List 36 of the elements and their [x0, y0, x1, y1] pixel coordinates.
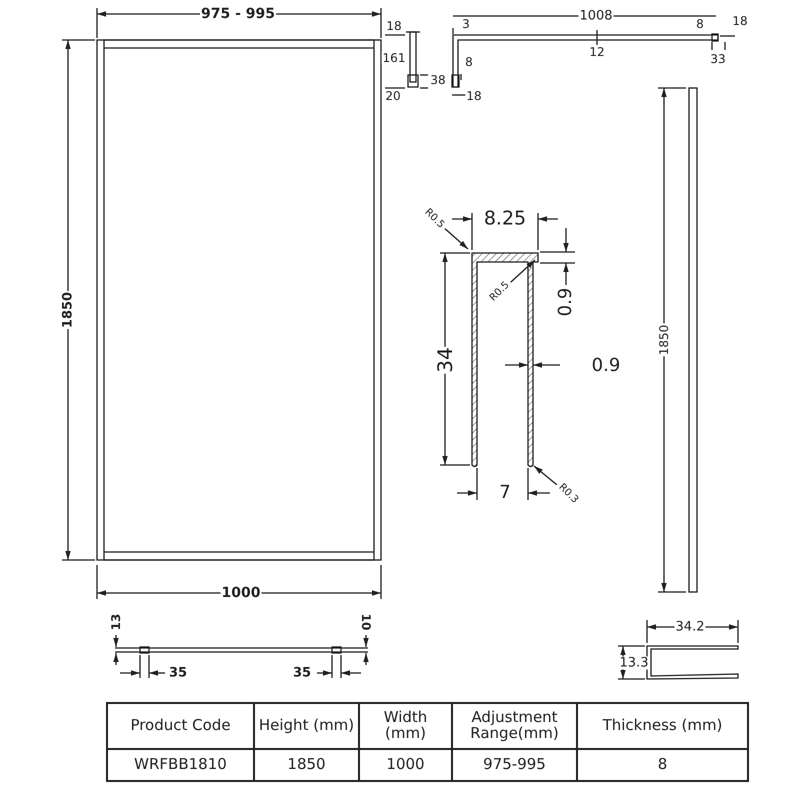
dimension-label: 18 [385, 20, 403, 32]
dimension-label: 35 [168, 666, 188, 680]
dimension-label: 1850 [62, 290, 74, 330]
dimension-label: 975 - 995 [200, 7, 276, 21]
header-cell: Thickness (mm) [577, 703, 748, 749]
dimension-label: 10 [360, 612, 372, 632]
data-cell: WRFBB1810 [107, 749, 254, 781]
dimension-label: 13.3 [618, 656, 650, 670]
dimension-label: 3 [461, 18, 471, 30]
dimension-label: 8 [695, 18, 705, 30]
dimension-label: 33 [709, 53, 727, 65]
dimension-label: 18 [731, 15, 749, 27]
dimension-label: 18 [465, 90, 483, 102]
dimension-label: 8 [464, 56, 474, 68]
dimension-label: 34 [435, 346, 455, 374]
dimension-label: 12 [588, 46, 606, 58]
leader-line [510, 260, 536, 283]
header-cell: Product Code [107, 703, 254, 749]
dimension-label: 13 [110, 612, 122, 632]
data-cell: 975-995 [452, 749, 577, 781]
dimension-label: 38 [429, 74, 447, 86]
header-cell: Adjustment Range(mm) [452, 703, 577, 749]
dimension-label: 20 [384, 90, 402, 102]
header-cell: Height (mm) [254, 703, 359, 749]
leader-line [444, 228, 468, 250]
header-cell: Width (mm) [359, 703, 452, 749]
dimension-label: 34.2 [674, 620, 706, 634]
dimension-label: 1008 [578, 10, 614, 22]
dimension-label: 161 [382, 52, 406, 64]
data-cell: 1850 [254, 749, 359, 781]
dimension-label: 1000 [220, 586, 262, 600]
dimension-label: 1850 [658, 324, 670, 356]
data-cell: 1000 [359, 749, 452, 781]
dimension-label: 35 [292, 666, 312, 680]
leader-line [534, 466, 558, 486]
data-cell: 8 [577, 749, 748, 781]
